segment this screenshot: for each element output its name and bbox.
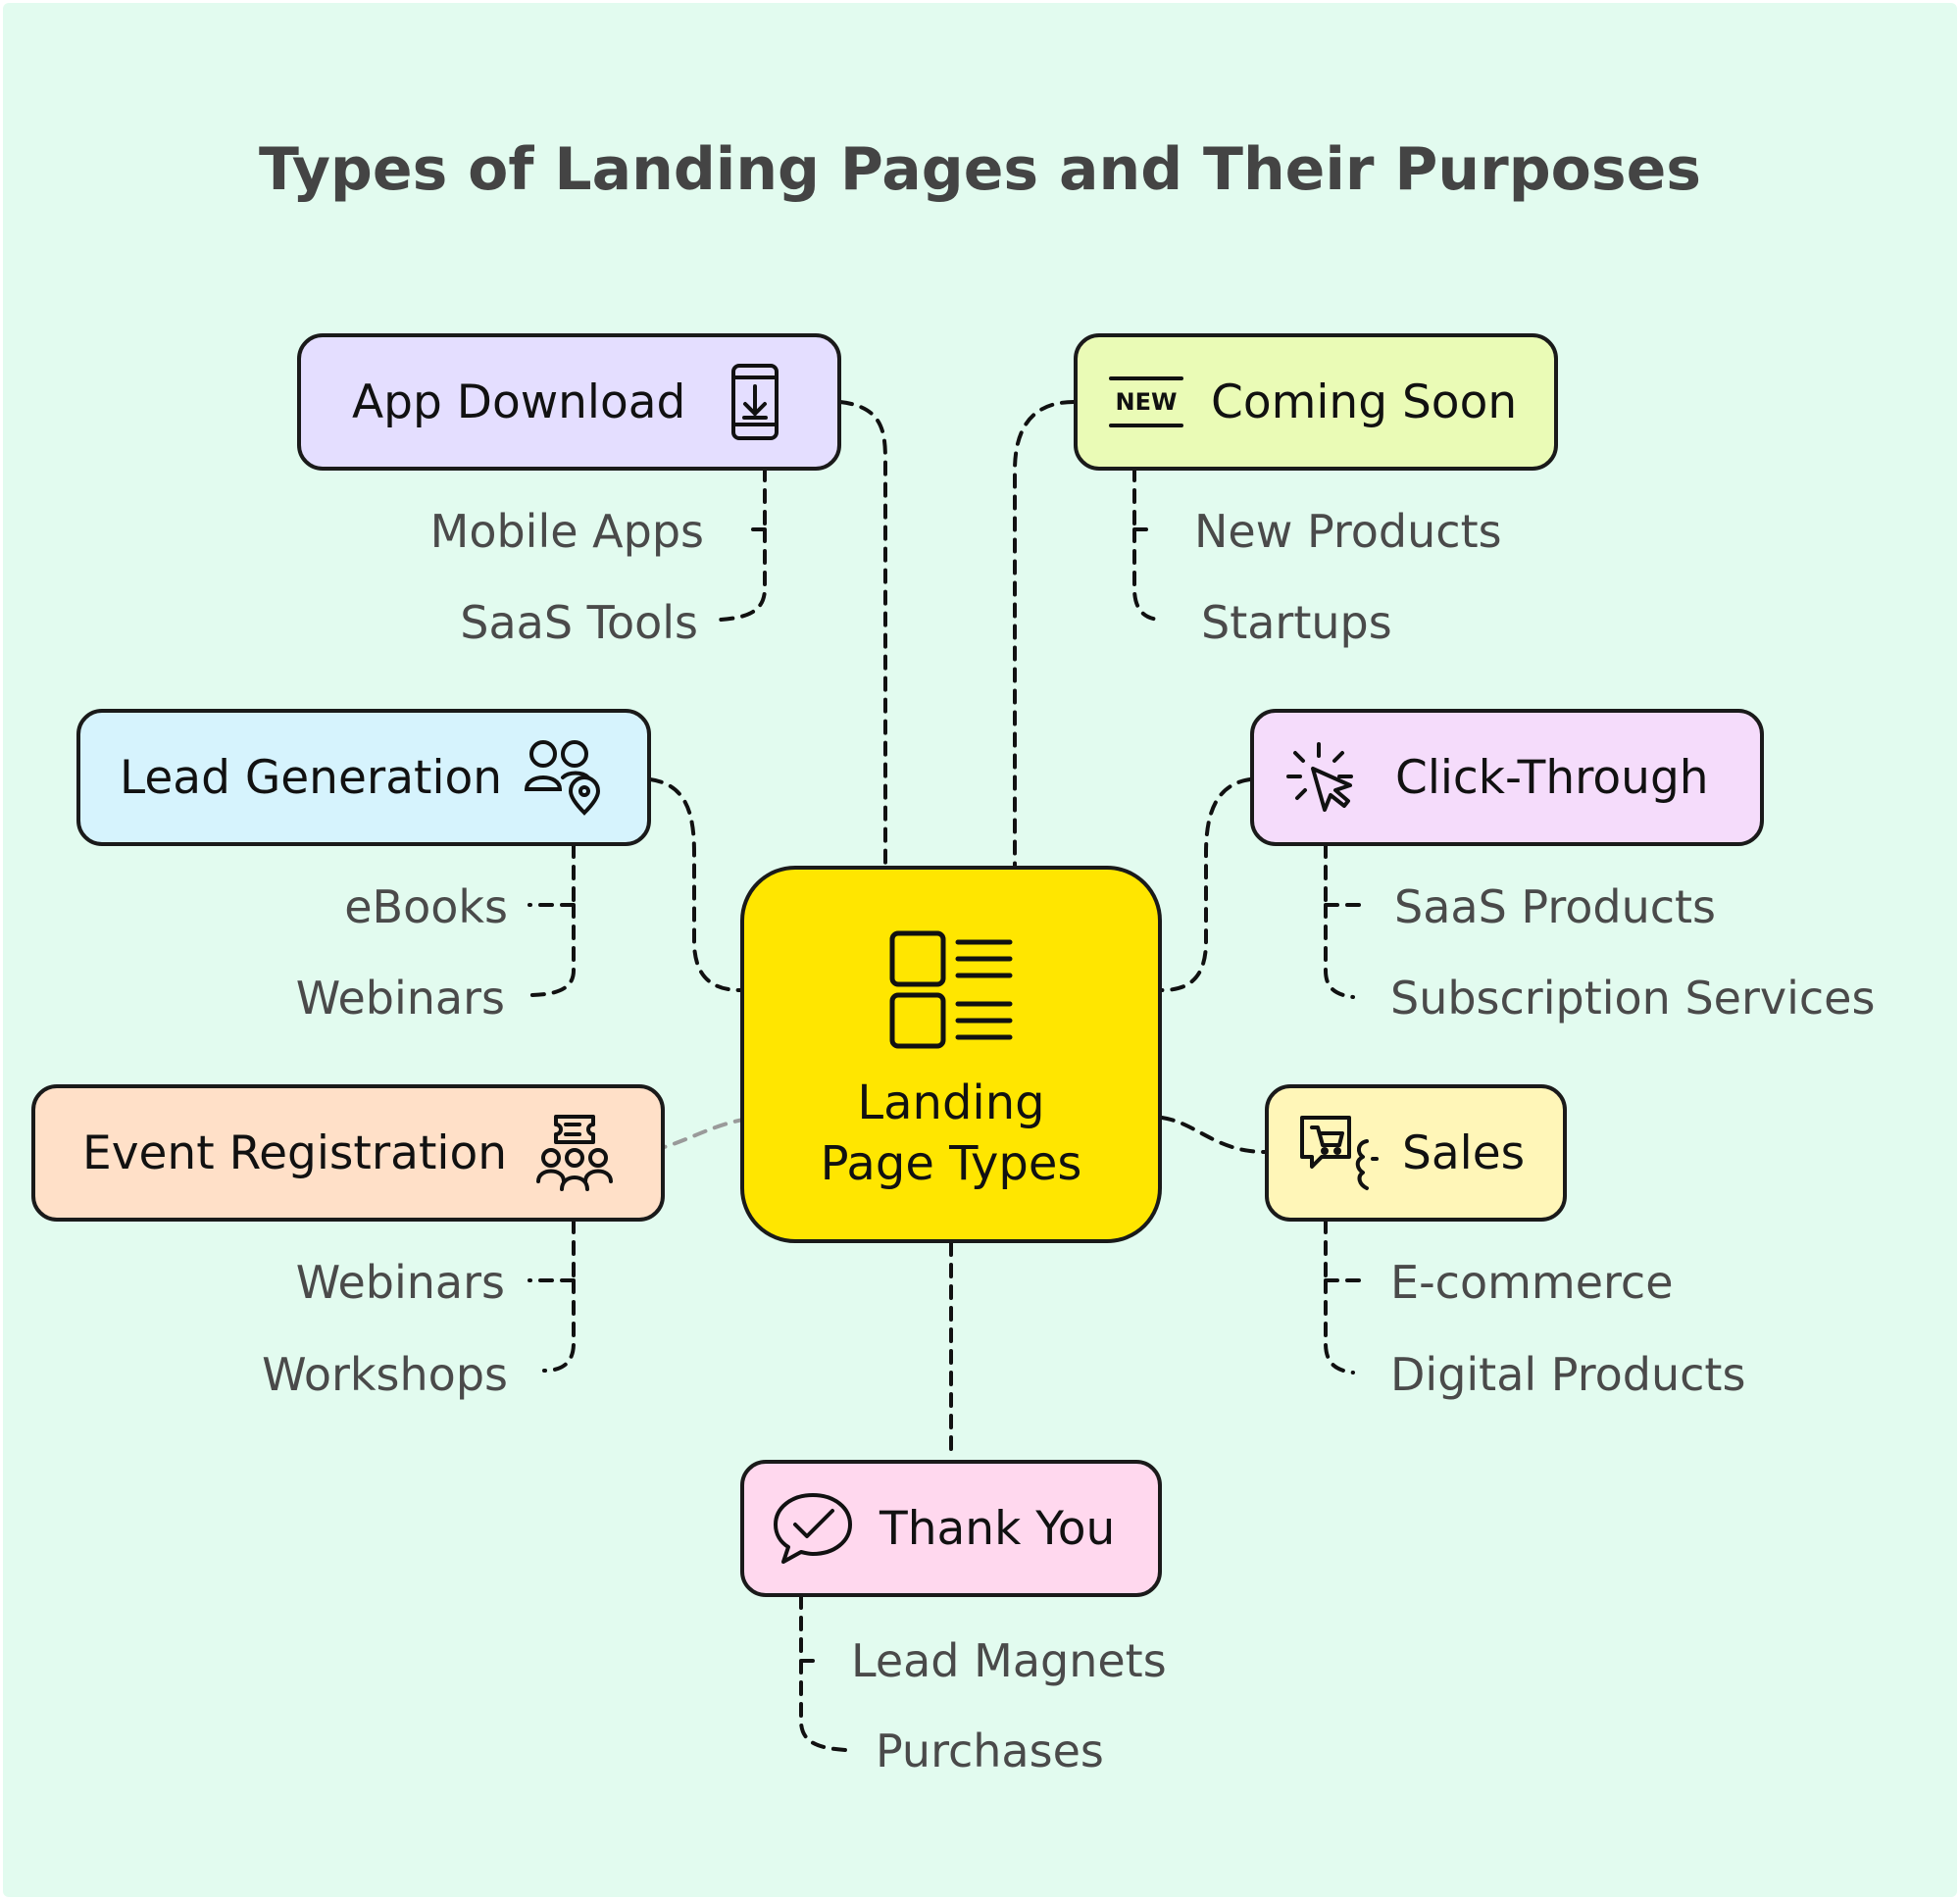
check-chat-icon (772, 1491, 854, 1566)
center-label: Landing Page Types (821, 1073, 1082, 1194)
cart-screen-icon (1298, 1114, 1379, 1192)
branch-app-download (719, 467, 767, 622)
branch-coming-soon (1132, 467, 1164, 622)
node-app-download-label: App Download (352, 375, 686, 429)
node-thank-you-label: Thank You (879, 1501, 1116, 1556)
sub-ebooks: eBooks (344, 880, 508, 933)
sub-purchases: Purchases (876, 1725, 1104, 1777)
users-location-icon (524, 738, 604, 817)
node-event-registration: Event Registration (31, 1084, 665, 1222)
node-app-download: App Download (297, 333, 841, 471)
center-node-landing-page-types: Landing Page Types (740, 866, 1162, 1243)
sub-subscription-services: Subscription Services (1390, 972, 1876, 1025)
node-sales-label: Sales (1402, 1125, 1526, 1180)
phone-download-icon (730, 363, 779, 441)
connector-app-download (838, 400, 887, 868)
ticket-group-icon (536, 1113, 614, 1193)
new-badge-icon: NEW (1107, 373, 1185, 431)
connector-sales (1160, 1116, 1267, 1154)
sub-webinars-event: Webinars (295, 1256, 505, 1309)
sub-mobile-apps: Mobile Apps (429, 505, 704, 558)
connector-coming-soon (1013, 400, 1076, 868)
sub-saas-products: SaaS Products (1394, 880, 1717, 933)
node-thank-you: Thank You (740, 1460, 1162, 1597)
cursor-click-icon (1285, 741, 1358, 814)
sub-saas-tools: SaaS Tools (460, 596, 698, 649)
node-event-registration-label: Event Registration (82, 1125, 508, 1180)
list-layout-icon (887, 928, 1015, 1055)
connector-lead-generation (648, 777, 742, 992)
branch-sales (1324, 1219, 1370, 1375)
node-coming-soon: NEW Coming Soon (1074, 333, 1558, 471)
sub-new-products: New Products (1194, 505, 1502, 558)
connector-click-through (1160, 777, 1252, 992)
sub-ecommerce: E-commerce (1390, 1256, 1674, 1309)
branch-thank-you (799, 1594, 847, 1752)
branch-event-registration (528, 1219, 576, 1373)
branch-click-through (1324, 843, 1370, 999)
sub-lead-magnets: Lead Magnets (851, 1634, 1167, 1687)
sub-startups: Startups (1201, 596, 1392, 649)
sub-digital-products: Digital Products (1390, 1348, 1746, 1401)
svg-text:NEW: NEW (1116, 388, 1178, 416)
node-click-through-label: Click-Through (1395, 750, 1709, 805)
branch-lead-generation (526, 843, 576, 997)
sub-webinars-lead: Webinars (295, 972, 505, 1025)
node-coming-soon-label: Coming Soon (1211, 375, 1518, 429)
center-label-line1: Landing (857, 1075, 1045, 1130)
node-sales: Sales (1265, 1084, 1567, 1222)
node-lead-generation: Lead Generation (76, 709, 651, 846)
diagram-title: Types of Landing Pages and Their Purpose… (259, 135, 1701, 204)
center-label-line2: Page Types (820, 1136, 1082, 1191)
node-click-through: Click-Through (1250, 709, 1764, 846)
node-lead-generation-label: Lead Generation (120, 750, 503, 805)
sub-workshops: Workshops (262, 1348, 508, 1401)
